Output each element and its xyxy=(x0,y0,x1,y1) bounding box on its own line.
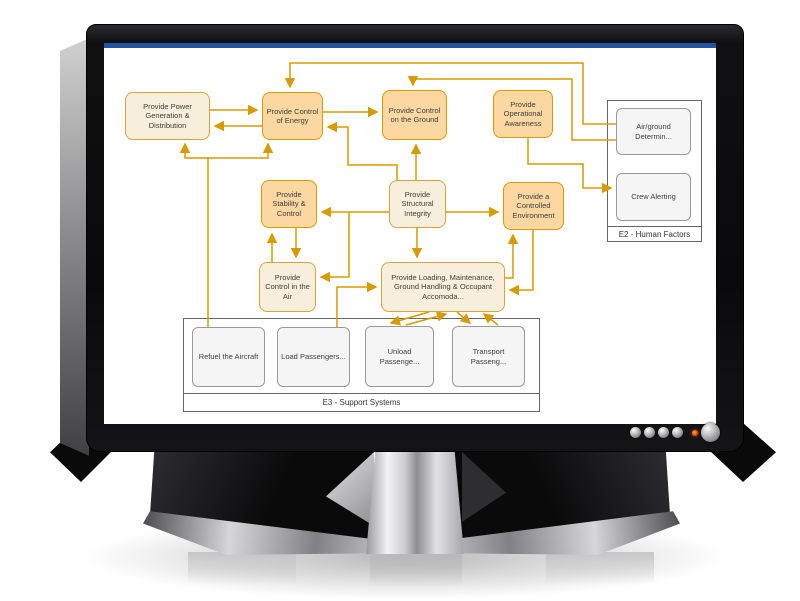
power-button-icon xyxy=(701,423,720,442)
node-crew-alerting[interactable]: Crew Alerting xyxy=(616,173,691,221)
node-provide-control-in-air[interactable]: Provide Control in the Air xyxy=(259,262,316,312)
monitor-menu-button-3-icon xyxy=(658,427,669,438)
group-e2-label: E2 - Human Factors xyxy=(608,226,701,241)
node-airground-determination[interactable]: Air/ground Determin... xyxy=(616,108,691,155)
node-provide-operational-awareness[interactable]: Provide Operational Awareness xyxy=(493,90,553,138)
node-provide-loading-maintenance[interactable]: Provide Loading, Maintenance, Ground Han… xyxy=(381,262,505,312)
monitor-side-edge xyxy=(60,38,89,456)
node-provide-controlled-environment[interactable]: Provide a Controlled Environment xyxy=(503,182,564,230)
monitor-menu-button-4-icon xyxy=(672,427,683,438)
stand-column xyxy=(366,446,464,554)
group-e3-label: E3 - Support Systems xyxy=(184,393,539,411)
power-led-icon xyxy=(692,430,698,436)
node-provide-structural-integrity[interactable]: Provide Structural Integrity xyxy=(389,180,446,228)
window-titlebar xyxy=(104,43,716,48)
node-provide-stability-control[interactable]: Provide Stability & Control xyxy=(261,180,317,228)
node-provide-control-on-ground[interactable]: Provide Control on the Ground xyxy=(382,90,447,140)
node-load-passengers[interactable]: Load Passengers... xyxy=(277,327,350,387)
node-unload-passengers[interactable]: Unload Passenge... xyxy=(365,326,434,387)
base-reflection-center xyxy=(370,552,462,586)
node-transport-passengers[interactable]: Transport Passeng... xyxy=(452,326,525,387)
monitor-menu-button-1-icon xyxy=(630,427,641,438)
base-reflection-left xyxy=(188,552,296,584)
node-refuel-the-aircraft[interactable]: Refuel the Aircraft xyxy=(192,327,265,387)
base-reflection-right xyxy=(546,552,654,584)
node-provide-control-of-energy[interactable]: Provide Control of Energy xyxy=(262,92,323,140)
node-provide-power-generation[interactable]: Provide Power Generation & Distribution xyxy=(125,92,210,140)
monitor-menu-button-2-icon xyxy=(644,427,655,438)
